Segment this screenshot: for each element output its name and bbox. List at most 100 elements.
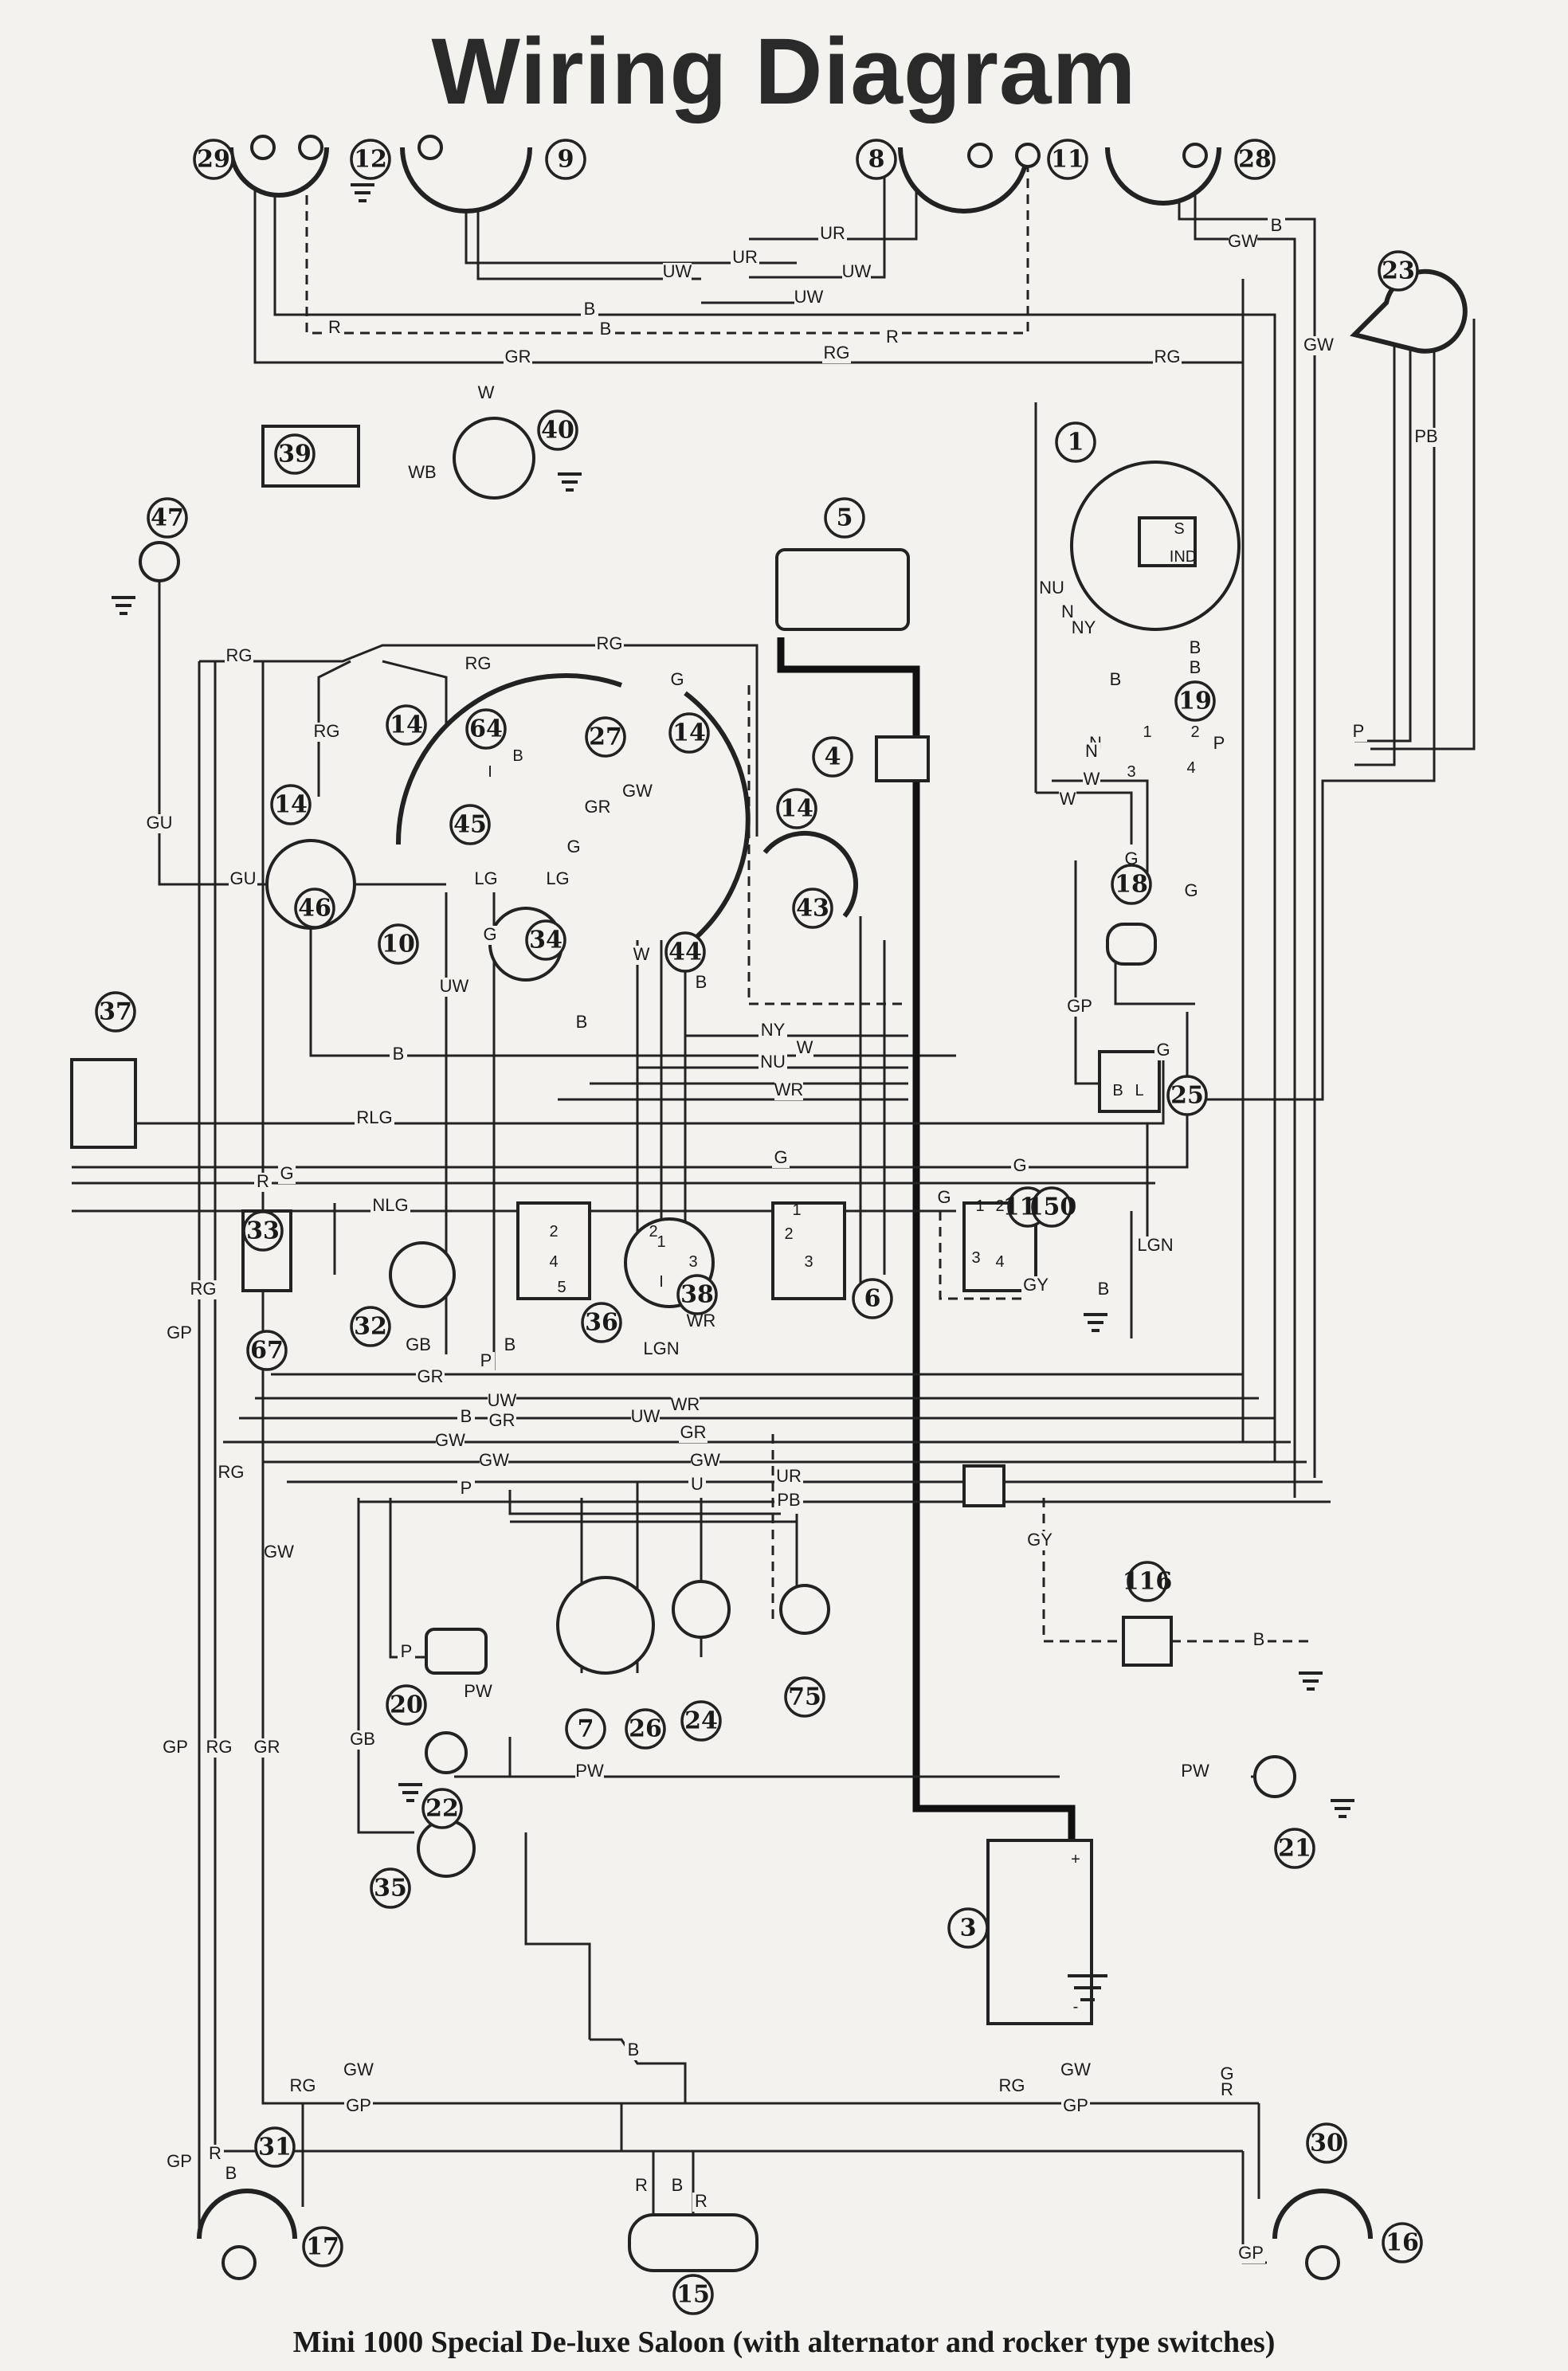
component-callout: 9 [545, 139, 586, 180]
component-callout: 37 [95, 991, 136, 1033]
wire-color-label: RG [206, 1737, 233, 1757]
wire-label-bg [668, 2177, 686, 2196]
wire-color-label: GW [479, 1450, 509, 1470]
component-callout: 47 [147, 497, 188, 539]
wire-label-bg [1250, 1631, 1268, 1650]
wire-label-bg [543, 870, 572, 889]
wire-label-bg [565, 838, 582, 857]
component-callout: 45 [449, 804, 491, 845]
starter-motor [775, 548, 910, 631]
wire-label-bg [759, 1021, 787, 1040]
component-callout: 46 [294, 888, 335, 929]
wire-color-label: GR [254, 1737, 280, 1757]
wire-color-label: GR [489, 1410, 515, 1430]
wire-label-bg [731, 249, 759, 268]
wire-color-label: R [635, 2175, 648, 2195]
terminal-marking: 2 [995, 1197, 1004, 1215]
wire-color-label: NY [761, 1020, 786, 1040]
wire-color-label: W [633, 944, 650, 964]
callout-number: 64 [469, 715, 503, 743]
wire-color-label: B [1190, 657, 1201, 677]
wire-color-label: G [566, 837, 580, 856]
stop-lamp-switch [425, 1628, 488, 1675]
callout-circle [193, 139, 234, 180]
page-title: Wiring Diagram [431, 19, 1137, 124]
callout-number: 75 [788, 1683, 821, 1711]
wire-color-label: B [225, 2163, 237, 2183]
wire-label-bg [691, 1452, 719, 1471]
callout-number: 28 [1238, 146, 1272, 174]
wire-color-label: GU [230, 868, 257, 888]
callout-circle [270, 784, 312, 825]
component-callout: 14 [776, 788, 817, 829]
terminal-marking: 3 [688, 1253, 697, 1271]
wire-color-label: G [1013, 1155, 1026, 1175]
callout-circle [1111, 864, 1152, 905]
wire-label-bg [641, 1340, 681, 1359]
wire-label-bg [1210, 735, 1228, 754]
callout-number: 67 [250, 1337, 284, 1365]
component-callout: 21 [1274, 1828, 1315, 1869]
wire-label-bg [796, 1039, 813, 1058]
component-callout: 28 [1234, 139, 1276, 180]
wire-label-bg [205, 1738, 233, 1758]
component-callout: 11 [1047, 139, 1088, 180]
switch-6 [771, 1201, 846, 1300]
ground-symbol [398, 1783, 422, 1802]
terminal-marking: B [1112, 1082, 1123, 1099]
reverse-lamp-switch [425, 1731, 468, 1774]
wire-label-bg [488, 1412, 516, 1431]
lamp-bulb-29 [250, 135, 276, 160]
wire-color-label: GP [167, 1323, 192, 1342]
callout-number: 14 [274, 791, 308, 819]
callout-circle [246, 1330, 288, 1371]
callout-circle [370, 1867, 411, 1909]
component-callout: 6 [852, 1278, 893, 1319]
rear-lamp-left [197, 2189, 297, 2240]
wire-label-bg [408, 464, 437, 483]
wire-color-label: G [1220, 2063, 1233, 2083]
wiper-motor [70, 1058, 137, 1149]
wire-color-label: B [504, 1334, 516, 1354]
callout-circle [1127, 1561, 1168, 1602]
grounds [112, 183, 1354, 2001]
wire-color-label: GB [406, 1334, 431, 1354]
component-callout: 14 [668, 712, 710, 754]
wire-label-bg [671, 1396, 700, 1415]
wire-color-label: B [1190, 637, 1201, 657]
wire-label-bg [687, 1312, 715, 1331]
component-callout: 116 [1123, 1561, 1172, 1602]
wire-color-label: B [1271, 215, 1283, 235]
terminal-marking: 1 [792, 1201, 801, 1219]
wire-label-bg [165, 1324, 194, 1343]
callout-number: 6 [864, 1285, 881, 1313]
component-callout: 19 [1174, 680, 1216, 722]
callout-number: 12 [354, 146, 387, 174]
callout-circle [676, 1274, 718, 1315]
wire-label-bg [1237, 2244, 1265, 2263]
wire-label-bg [477, 1352, 495, 1371]
component-callout: 64 [465, 708, 507, 750]
callout-circle [565, 1708, 606, 1750]
switch-75 [779, 1584, 830, 1635]
wire-color-label: UR [732, 247, 758, 267]
wire-label-bg [1069, 619, 1098, 638]
component-callout: 38 [676, 1274, 718, 1315]
wire-label-bg [1229, 233, 1257, 252]
wire-color-label: P [461, 1478, 472, 1498]
wire-label-bg [390, 1045, 407, 1064]
callout-circle [294, 888, 335, 929]
switch-24 [672, 1580, 731, 1639]
wire-label-bg [344, 2061, 373, 2080]
wire-label-bg [692, 974, 710, 993]
wire-color-label: B [696, 972, 708, 992]
wire-label-bg [464, 1683, 492, 1702]
callout-number: 33 [246, 1217, 280, 1245]
callout-circle [545, 139, 586, 180]
component-callout: 23 [1378, 250, 1419, 292]
component-callout: 18 [1111, 864, 1152, 905]
callout-circle [1234, 139, 1276, 180]
wire-label-bg [189, 1280, 218, 1299]
